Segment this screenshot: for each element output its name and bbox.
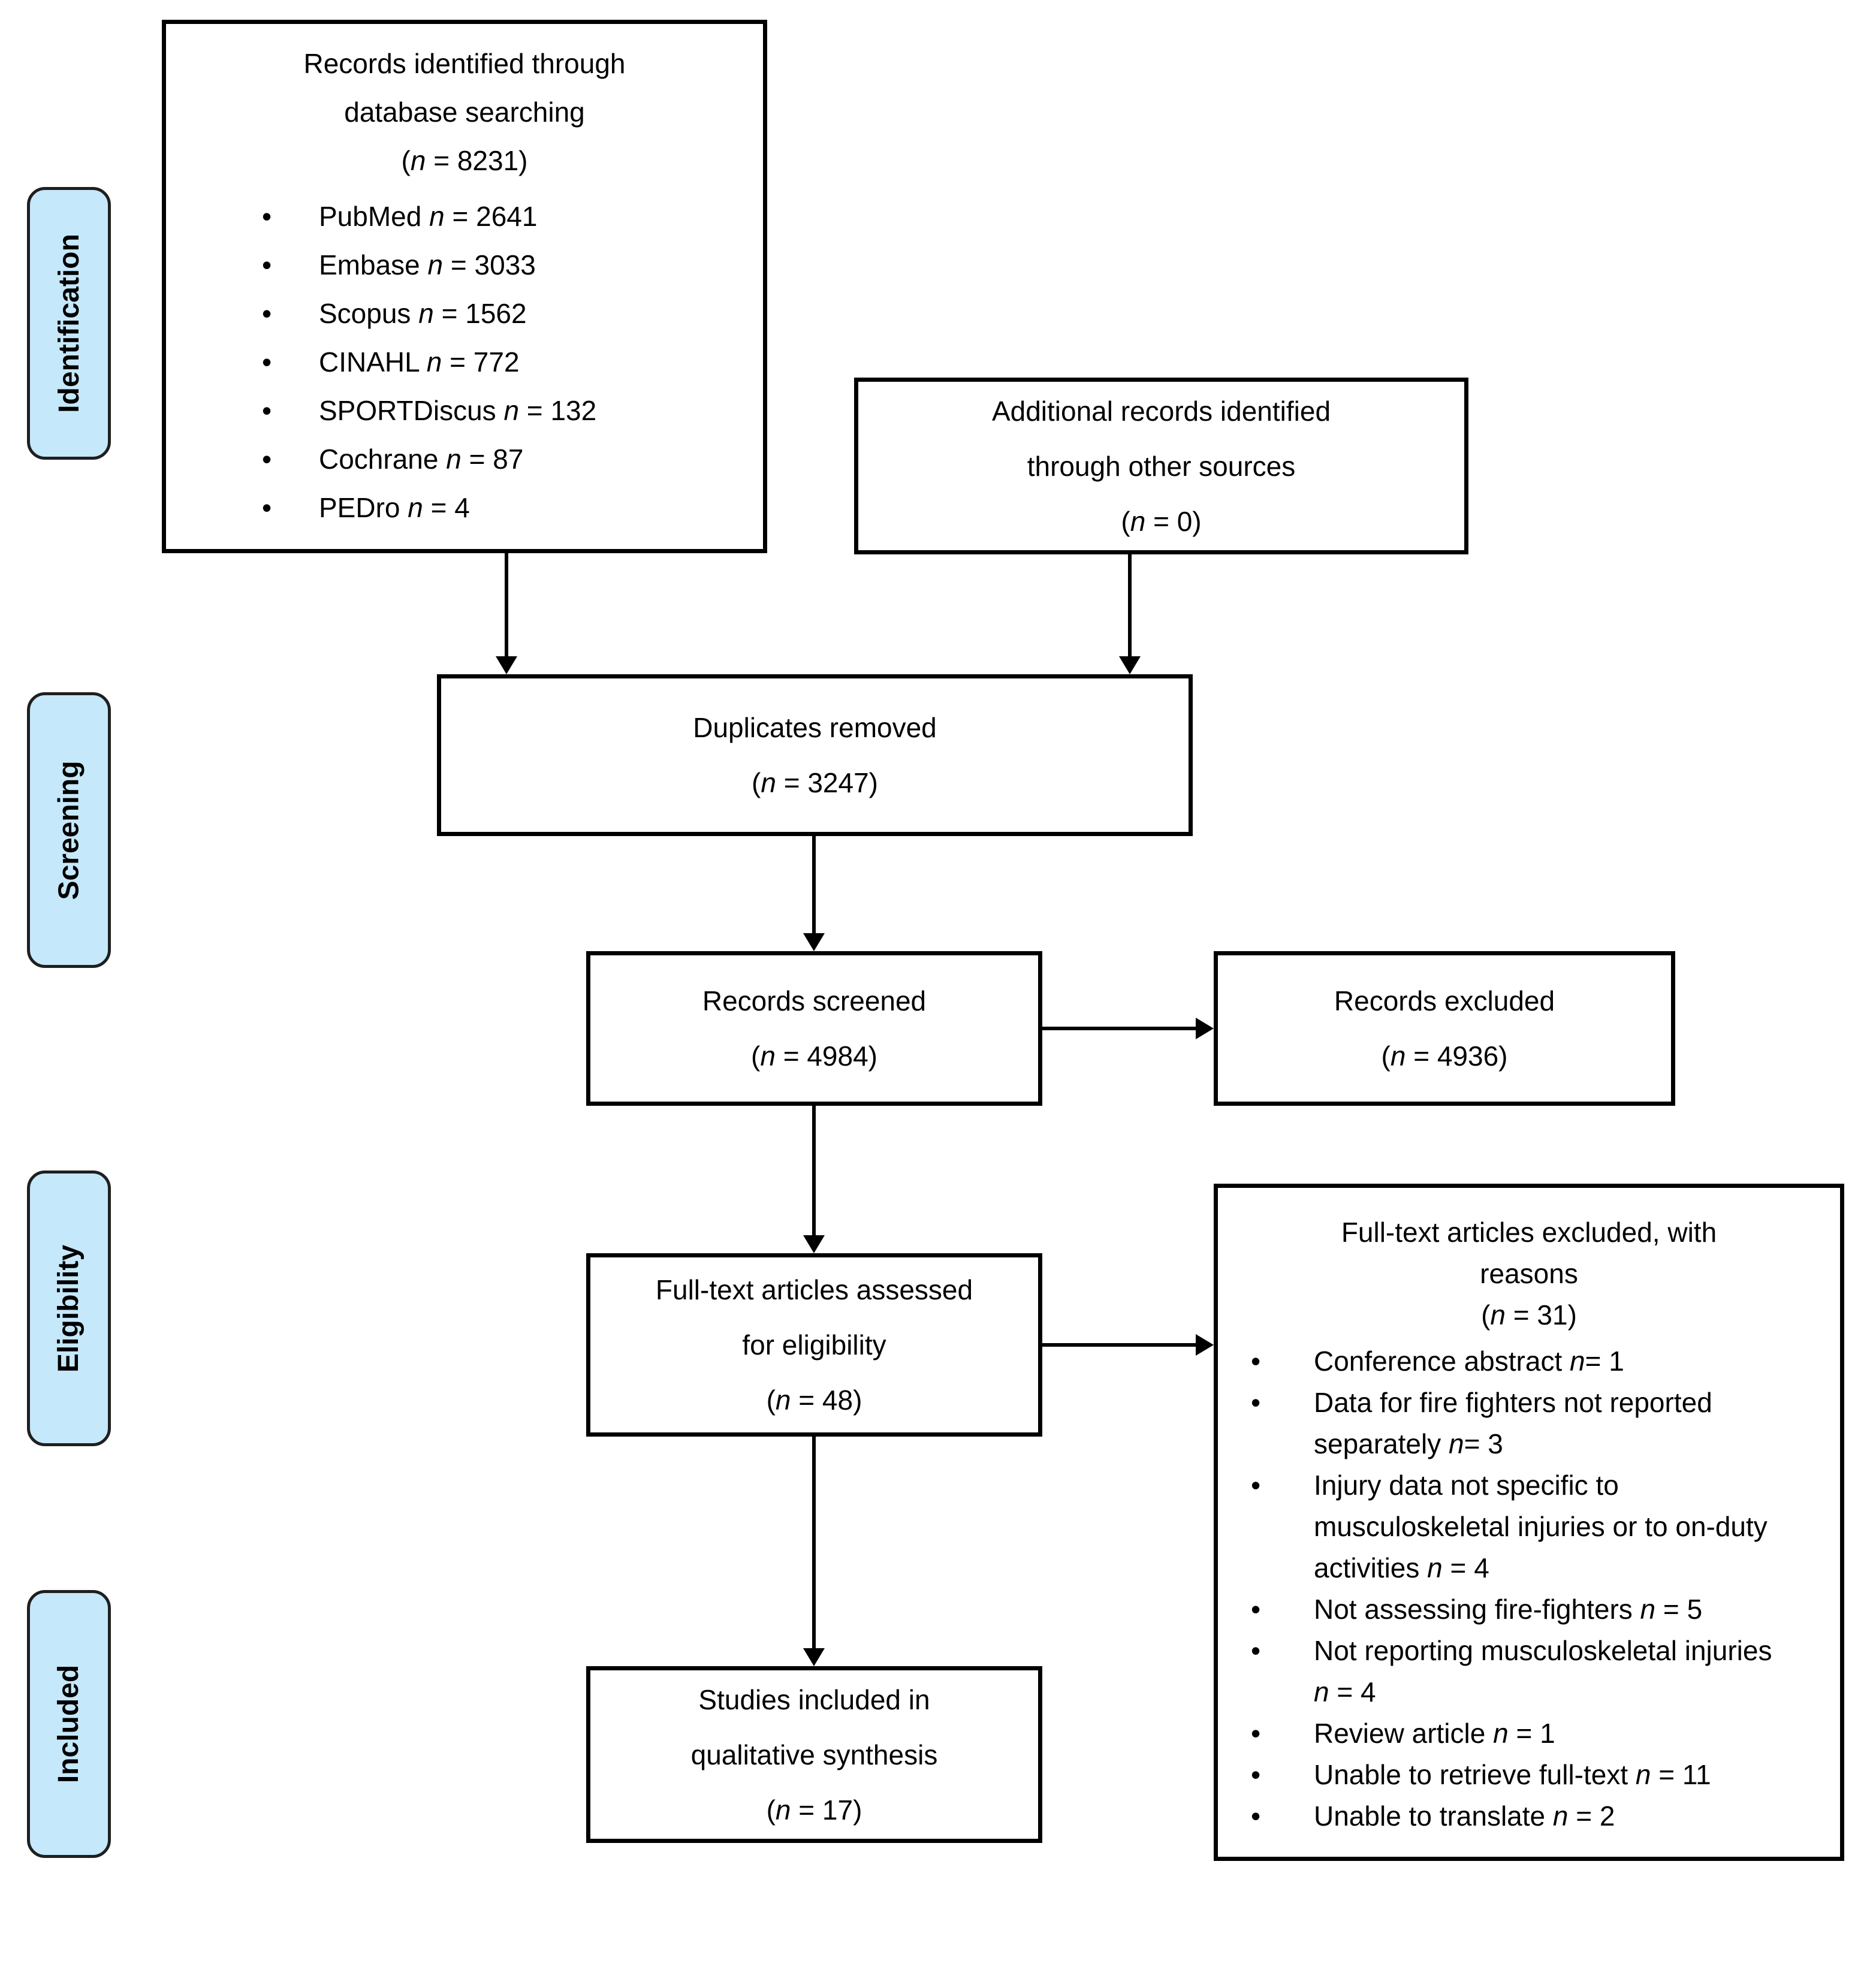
list-item: Review article n = 1 [1251,1713,1840,1754]
arrow-line [1042,1027,1197,1030]
list-item: Injury data not specific to musculoskele… [1251,1465,1840,1589]
title-line: (n = 8231) [401,144,528,176]
arrow-head-down-icon [803,1648,825,1666]
stage-label-text: Screening [53,760,85,900]
arrow-line [505,553,508,657]
list-item: Scopus n = 1562 [262,289,763,338]
list-item: Not reporting musculoskeletal injuries n… [1251,1630,1840,1713]
title-line: Full-text articles excluded, with [1341,1217,1717,1248]
exclusion-reasons-list: Conference abstract n= 1 Data for fire f… [1251,1341,1840,1837]
title-line: Records screened [702,985,927,1016]
title-line: reasons [1480,1258,1578,1289]
arrow-head-down-icon [803,933,825,951]
list-item: PubMed n = 2641 [262,192,763,241]
arrow-line [1042,1343,1197,1347]
box-fulltext-excluded: Full-text articles excluded, with reason… [1214,1184,1844,1861]
title-line: Additional records identified [991,395,1331,427]
list-item: SPORTDiscus n = 132 [262,387,763,435]
title-line: (n = 17) [766,1794,862,1826]
stage-label-screening: Screening [27,692,111,968]
stage-label-text: Included [53,1664,85,1784]
arrow-head-down-icon [1119,656,1141,674]
arrow-line [812,1106,816,1236]
title-line: qualitative synthesis [690,1739,938,1770]
list-item: Conference abstract n= 1 [1251,1341,1840,1382]
box-studies-included: Studies included in qualitative synthesi… [586,1666,1042,1843]
title-line: Duplicates removed [693,712,937,743]
title-line: Full-text articles assessed [655,1274,973,1305]
stage-label-text: Eligibility [53,1244,85,1372]
stage-label-included: Included [27,1590,111,1858]
list-item: Embase n = 3033 [262,241,763,289]
database-counts-list: PubMed n = 2641 Embase n = 3033 Scopus n… [262,192,763,532]
title-line: through other sources [1027,450,1296,482]
arrow-head-right-icon [1196,1018,1214,1039]
list-item: Cochrane n = 87 [262,435,763,484]
list-item: Data for fire fighters not reported sepa… [1251,1382,1840,1465]
stage-label-identification: Identification [27,187,111,460]
title-line: Records identified through [303,48,626,79]
box-additional-records: Additional records identified through ot… [854,378,1468,554]
arrow-head-down-icon [803,1235,825,1253]
title-line: Studies included in [698,1684,930,1715]
arrow-head-down-icon [496,656,517,674]
title-line: (n = 31) [1481,1299,1577,1331]
arrow-line [1128,554,1132,657]
arrow-line [812,1437,816,1649]
title-line: Records excluded [1334,985,1555,1016]
title-line: database searching [344,96,585,128]
stage-label-eligibility: Eligibility [27,1171,111,1446]
list-item: Unable to retrieve full-text n = 11 [1251,1754,1840,1796]
list-item: PEDro n = 4 [262,484,763,532]
box-duplicates-removed: Duplicates removed (n = 3247) [437,674,1193,836]
box-records-identified: Records identified through database sear… [162,20,767,553]
arrow-head-right-icon [1196,1334,1214,1356]
title-line: (n = 48) [766,1384,862,1416]
list-item: CINAHL n = 772 [262,338,763,387]
box-records-screened: Records screened (n = 4984) [586,951,1042,1106]
box-title: Records identified through database sear… [166,40,763,185]
title-line: (n = 4984) [751,1040,877,1072]
box-fulltext-assessed: Full-text articles assessed for eligibil… [586,1253,1042,1437]
title-line: for eligibility [742,1329,886,1360]
title-line: (n = 4936) [1381,1040,1508,1072]
title-line: (n = 0) [1121,505,1202,537]
box-title: Full-text articles excluded, with reason… [1218,1212,1840,1336]
box-records-excluded: Records excluded (n = 4936) [1214,951,1675,1106]
title-line: (n = 3247) [752,767,878,798]
arrow-line [812,836,816,934]
list-item: Unable to translate n = 2 [1251,1796,1840,1837]
list-item: Not assessing fire-fighters n = 5 [1251,1589,1840,1630]
stage-label-text: Identification [53,234,85,413]
